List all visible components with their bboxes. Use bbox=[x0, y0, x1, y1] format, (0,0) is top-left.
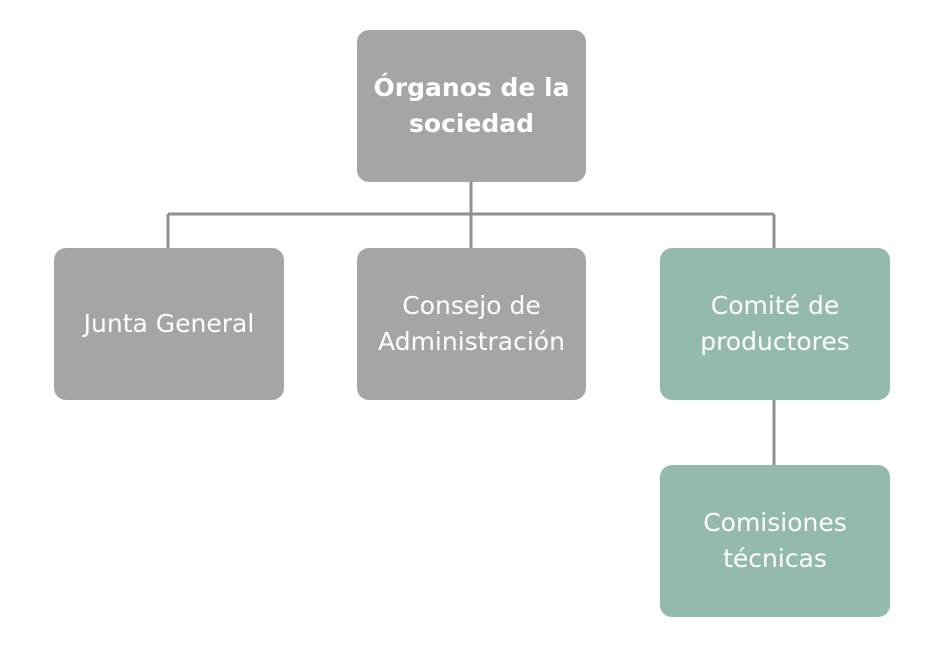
node-label: Consejo de Administración bbox=[378, 291, 565, 356]
node-label: Órganos de la sociedad bbox=[373, 73, 570, 138]
node-junta-general: Junta General bbox=[54, 248, 284, 400]
node-label: Comisiones técnicas bbox=[703, 508, 847, 573]
node-label: Junta General bbox=[83, 309, 255, 338]
node-organos-sociedad: Órganos de la sociedad bbox=[357, 30, 586, 182]
node-label: Comité de productores bbox=[700, 291, 850, 356]
node-comite-productores: Comité de productores bbox=[660, 248, 890, 400]
node-consejo-administracion: Consejo de Administración bbox=[357, 248, 586, 400]
node-comisiones-tecnicas: Comisiones técnicas bbox=[660, 465, 890, 617]
